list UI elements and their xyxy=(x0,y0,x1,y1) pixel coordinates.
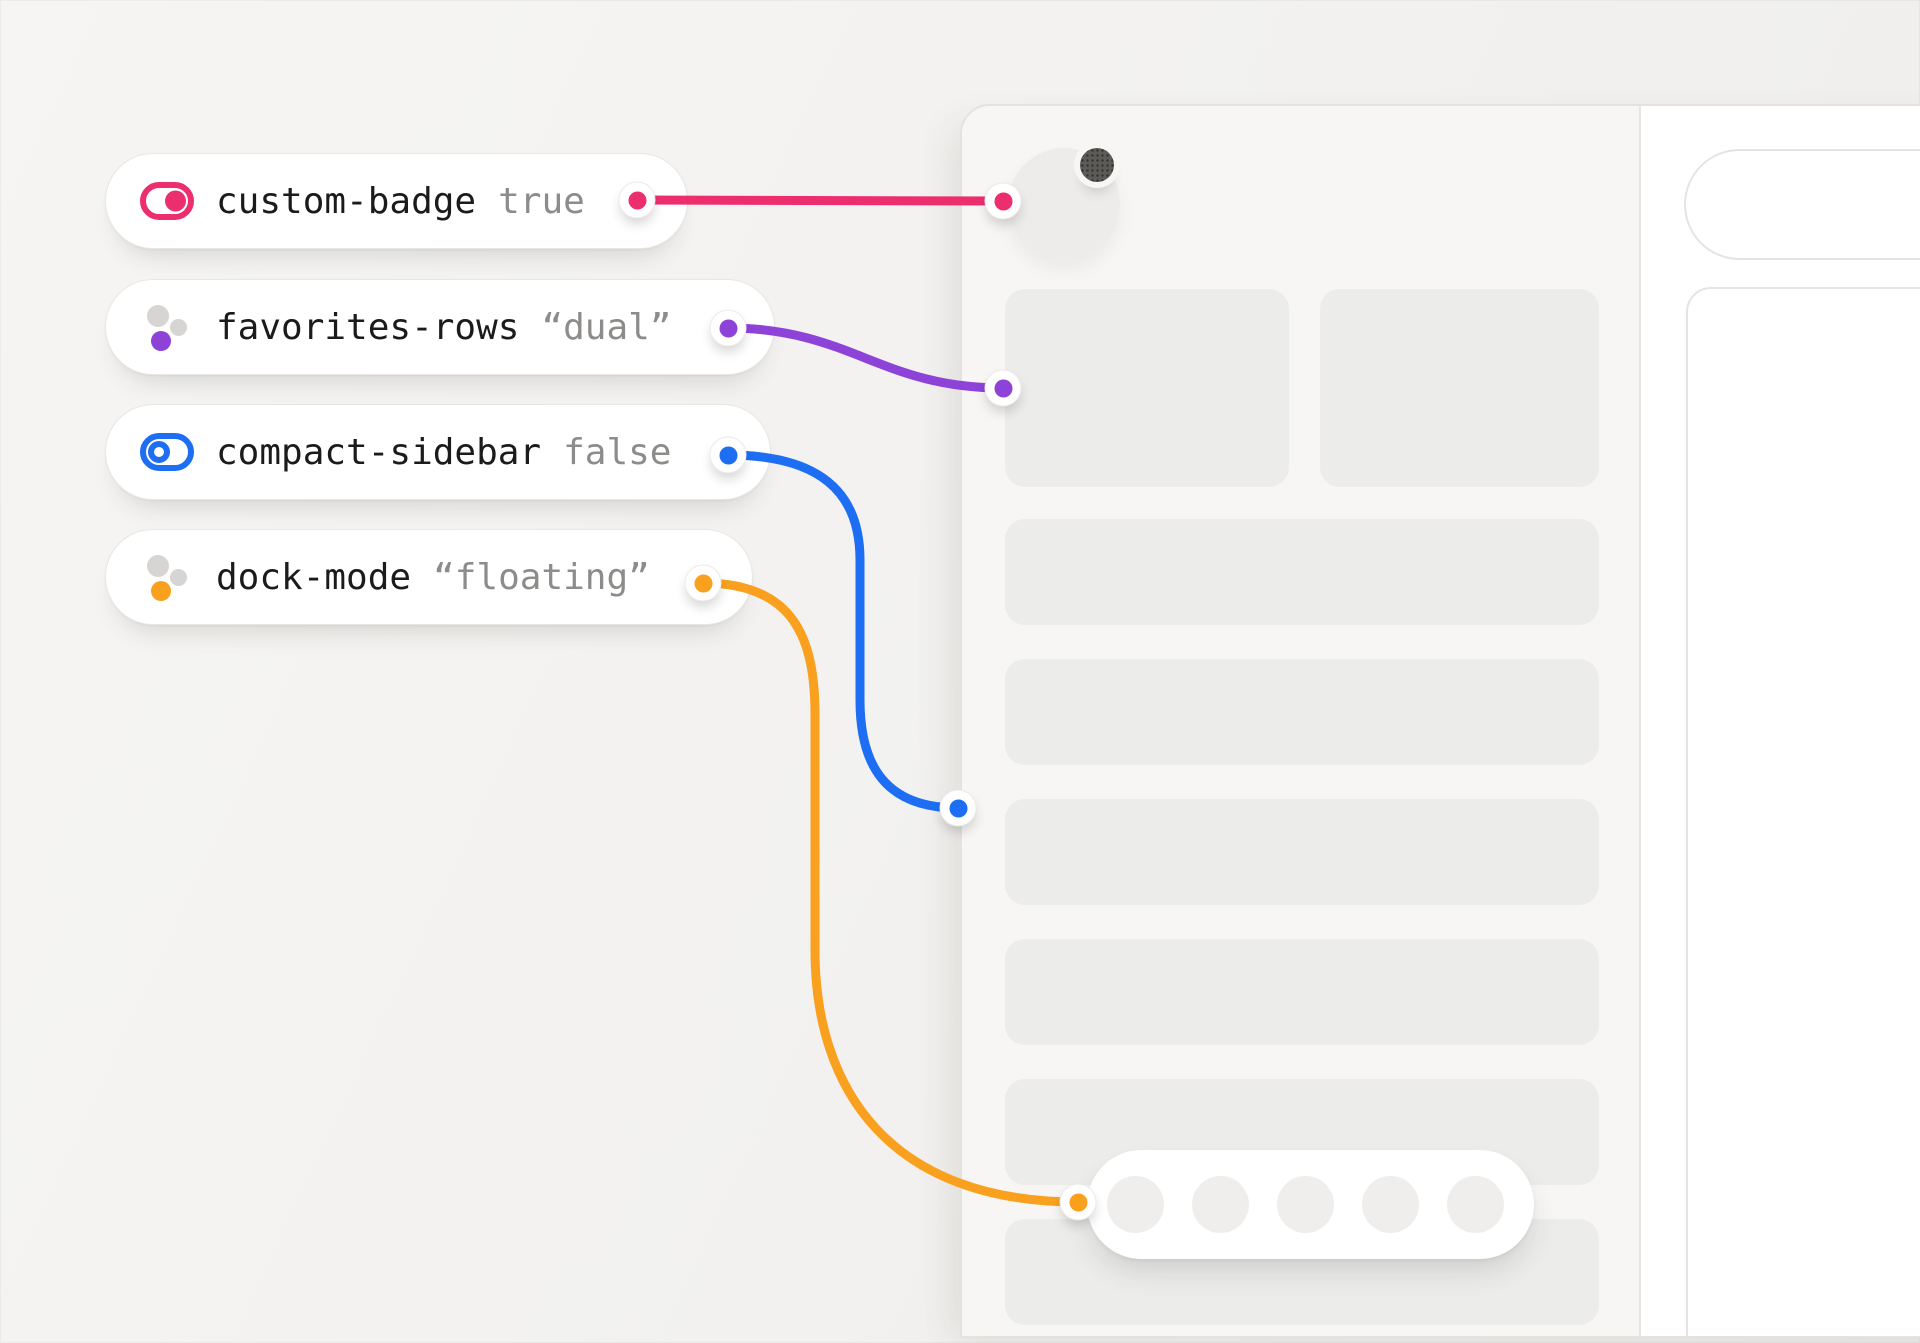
floating-dock xyxy=(1087,1150,1534,1259)
favorites-tile xyxy=(1005,289,1289,487)
content-panel-placeholder xyxy=(1686,287,1920,1336)
setting-name: dock-mode xyxy=(216,556,412,598)
sidebar-row-placeholder xyxy=(1005,799,1599,905)
toggle-on-icon xyxy=(139,173,195,229)
connector-source-compact-sidebar xyxy=(709,436,747,474)
setting-pill-custom-badge[interactable]: custom-badge true xyxy=(105,153,688,249)
setting-name: compact-sidebar xyxy=(216,431,542,473)
toggle-off-icon xyxy=(139,424,195,480)
setting-pill-compact-sidebar[interactable]: compact-sidebar false xyxy=(105,404,771,500)
dock-item-placeholder xyxy=(1447,1176,1504,1233)
sidebar-row-placeholder xyxy=(1005,519,1599,625)
connector-target-compact-sidebar xyxy=(939,789,977,827)
connector-source-favorites-rows xyxy=(709,309,747,347)
setting-value: true xyxy=(498,180,585,222)
connector-target-favorites-rows xyxy=(984,369,1022,407)
toolbar-placeholder xyxy=(1684,149,1920,260)
setting-value: “dual” xyxy=(541,306,672,348)
setting-name: favorites-rows xyxy=(216,306,520,348)
setting-value: “floating” xyxy=(433,556,650,598)
sidebar-mockup xyxy=(962,106,1641,1336)
dock-item-placeholder xyxy=(1277,1176,1334,1233)
dock-item-placeholder xyxy=(1192,1176,1249,1233)
wire-compact-sidebar xyxy=(723,450,963,813)
connector-target-dock-mode xyxy=(1059,1183,1097,1221)
dock-item-placeholder xyxy=(1107,1176,1164,1233)
setting-pill-favorites-rows[interactable]: favorites-rows “dual” xyxy=(105,279,775,375)
connector-source-dock-mode xyxy=(684,564,722,602)
dots-cluster-icon xyxy=(139,549,195,605)
sidebar-row-placeholder xyxy=(1005,939,1599,1045)
connector-target-custom-badge xyxy=(984,182,1022,220)
sidebar-row-placeholder xyxy=(1005,659,1599,765)
setting-pill-dock-mode[interactable]: dock-mode “floating” xyxy=(105,529,753,625)
setting-name: custom-badge xyxy=(216,180,477,222)
setting-value: false xyxy=(563,431,672,473)
dots-cluster-icon xyxy=(139,299,195,355)
custom-badge-dot xyxy=(1080,148,1114,182)
connector-source-custom-badge xyxy=(618,181,656,219)
dock-item-placeholder xyxy=(1362,1176,1419,1233)
favorites-tile xyxy=(1320,289,1599,487)
app-window-mockup xyxy=(960,104,1920,1338)
wire-custom-badge xyxy=(632,195,1008,206)
